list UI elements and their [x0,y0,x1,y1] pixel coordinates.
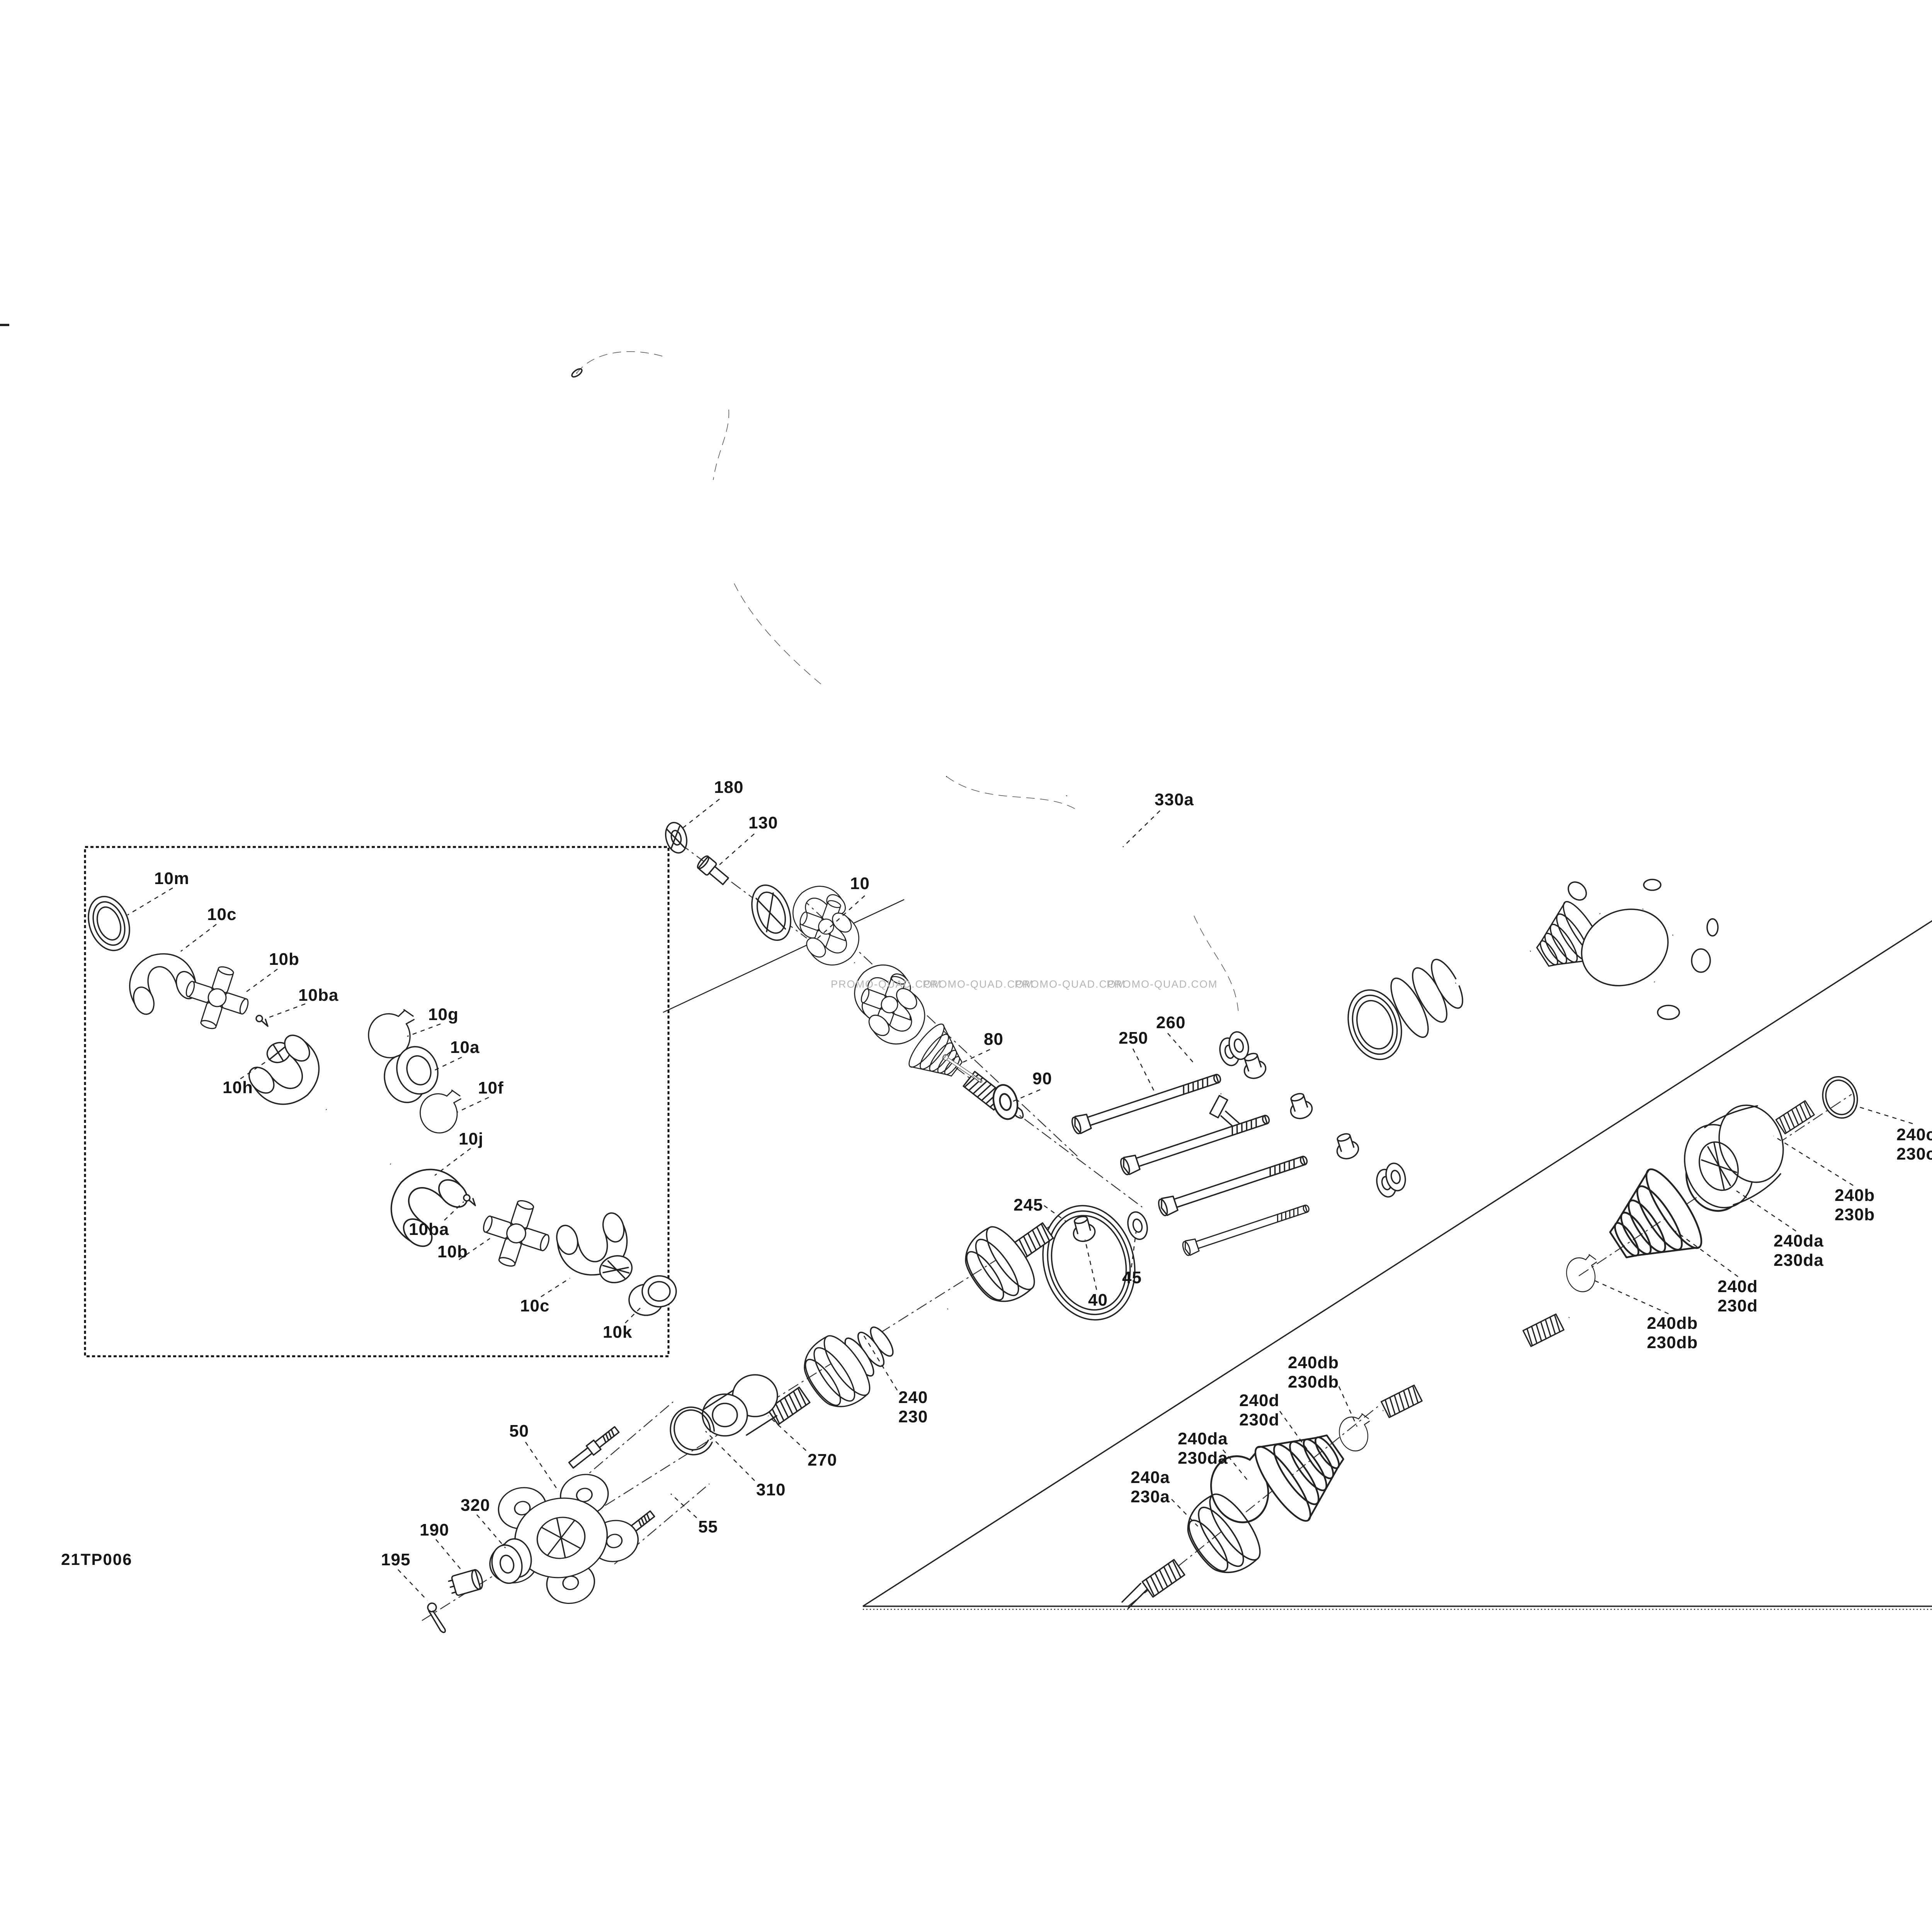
callout-40: 40 [1088,1291,1108,1310]
inset-shaft [323,1106,393,1167]
callout-10m: 10m [154,869,190,888]
callout-240c: 240c [1896,1125,1932,1144]
callout-240d-2: 240d [1239,1391,1280,1410]
seal-245 [1042,1205,1136,1321]
callout-90: 90 [1032,1069,1052,1088]
inset-seal-10m [88,896,130,951]
callout-240: 240 [898,1388,928,1407]
callout-130: 130 [748,813,778,832]
castle-nut-190 [448,1569,483,1596]
washer-45 [1124,1209,1151,1242]
callout-10j: 10j [459,1129,484,1148]
callout-240b: 240b [1835,1186,1875,1205]
callout-240db-2: 240db [1288,1353,1339,1372]
bolt-130 [697,855,729,885]
callout-180: 180 [714,778,744,797]
leader-lines [127,798,1913,1601]
callout-50: 50 [509,1422,529,1440]
callout-230d-2: 230d [1239,1410,1280,1429]
edge-artifact [0,324,9,326]
callout-240d: 240d [1718,1277,1758,1296]
callout-10ba-1: 10ba [298,986,339,1005]
inset-projection-line [663,899,905,1013]
washer-320 [491,1538,532,1584]
drawing-code: 21TP006 [61,1550,133,1568]
inset-boot-10a [384,1046,439,1103]
inset-yoke-10c-1 [120,944,202,1018]
inset-ring-10k [628,1275,677,1316]
callout-245: 245 [1014,1196,1043,1214]
callout-250: 250 [1119,1029,1148,1048]
callout-230da-2: 230da [1178,1449,1228,1468]
callout-10g: 10g [428,1005,459,1024]
callout-240db: 240db [1647,1314,1698,1333]
callout-10ba-2: 10ba [409,1220,449,1239]
callout-10b-1: 10b [269,950,299,969]
callout-45: 45 [1122,1268,1142,1287]
callout-230c: 230c [1896,1145,1932,1163]
snap-ring-310 [670,1406,715,1456]
cv-kit-shaft-sketch [1381,1313,1571,1418]
front-axle-sketch [767,1219,1054,1425]
callout-10a: 10a [450,1038,480,1057]
callout-80: 80 [984,1030,1003,1049]
cotter-pin-195 [427,1602,446,1633]
callout-10b-2: 10b [437,1242,468,1261]
watermark-4: PROMO-QUAD.COM [1107,978,1218,990]
cv-kit-lower-sketch [1121,1411,1378,1609]
watermark-3: PROMO-QUAD.COM [1015,978,1126,990]
callout-55: 55 [698,1517,718,1536]
inset-yoke-10c-2 [552,1209,636,1284]
callout-240a: 240a [1131,1468,1170,1487]
callout-195: 195 [381,1550,411,1569]
callout-320: 320 [461,1496,490,1515]
callout-190: 190 [420,1520,449,1539]
callout-10: 10 [850,874,870,893]
callout-230db-2: 230db [1288,1372,1339,1391]
hub-50 [489,1474,639,1604]
callout-230da: 230da [1774,1251,1824,1270]
callout-10f: 10f [478,1078,504,1097]
callout-270: 270 [808,1451,837,1469]
callout-230db: 230db [1647,1333,1698,1352]
callout-310: 310 [756,1480,786,1499]
rear-axle-assembly-sketch [1347,879,1719,1060]
callout-230: 230 [898,1407,928,1426]
callout-230d: 230d [1718,1296,1758,1315]
detail-triangle-border [862,920,1932,1610]
inset-cross-10b-2 [473,1190,559,1276]
inset-grease-10ba-1 [255,1015,269,1027]
prop-shaft-sketch [751,875,1024,1119]
callout-260: 260 [1156,1013,1186,1032]
washer-180 [665,822,687,854]
bolt-80 [941,1053,984,1085]
callout-230b: 230b [1835,1205,1875,1224]
inset-yoke-10h [243,1029,334,1119]
callout-10c-2: 10c [520,1296,550,1315]
callout-10c-1: 10c [207,905,237,924]
callout-230a: 230a [1131,1487,1170,1506]
vent-hose-sketch [571,350,1240,1129]
watermark-1: PROMO-QUAD.COM [831,978,942,990]
cv-kit-upper-sketch [1561,1076,1858,1296]
inset-detail-box [84,846,670,1357]
callout-10h: 10h [223,1078,253,1097]
callout-240da: 240da [1774,1231,1824,1250]
callout-10k: 10k [603,1323,633,1342]
watermark-2: PROMO-QUAD.COM [923,978,1034,990]
callout-330a: 330a [1155,790,1194,809]
callout-240da-2: 240da [1178,1429,1228,1448]
